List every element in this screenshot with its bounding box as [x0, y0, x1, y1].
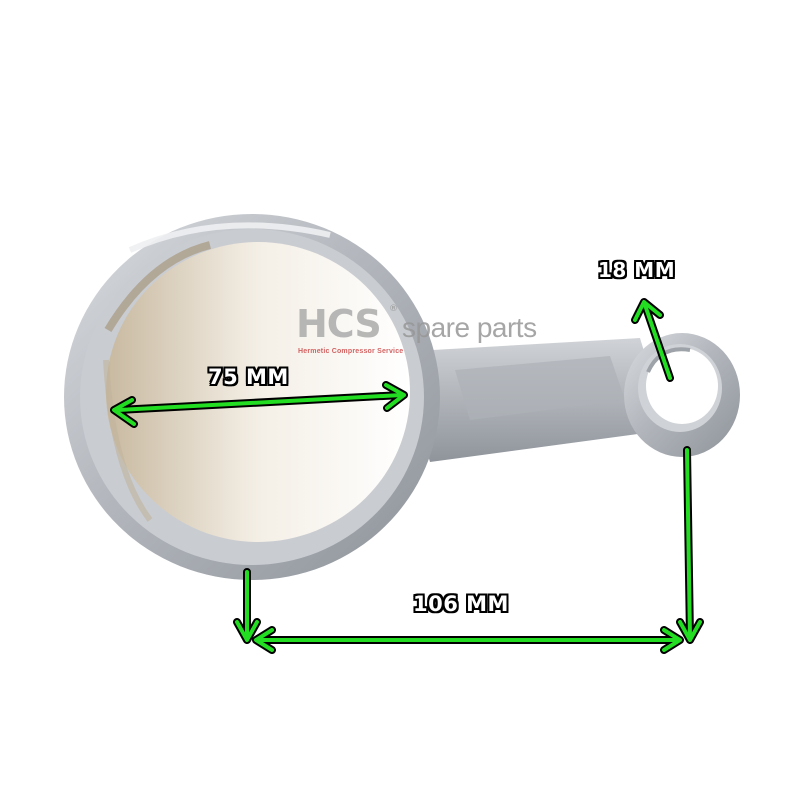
logo-tagline: spare parts	[402, 312, 537, 343]
hcs-watermark-logo: HCS ® spare parts Hermetic Compressor Se…	[296, 302, 546, 360]
rod-shank	[398, 338, 668, 462]
big-end-ring	[64, 214, 440, 580]
dimension-arrows	[110, 298, 704, 654]
logo-registered-mark: ®	[389, 304, 398, 314]
arrow-18mm	[631, 298, 674, 382]
arrow-75mm	[110, 381, 408, 428]
logo-subtitle: Hermetic Compressor Service	[298, 348, 404, 355]
big-end-diameter-label: 75 MM	[208, 365, 289, 389]
small-end-eye	[624, 333, 740, 457]
arrow-106mm	[233, 446, 704, 654]
logo-brand: HCS	[296, 302, 382, 346]
small-end-diameter-label: 18 MM	[598, 258, 676, 282]
center-distance-label: 106 MM	[413, 592, 509, 616]
